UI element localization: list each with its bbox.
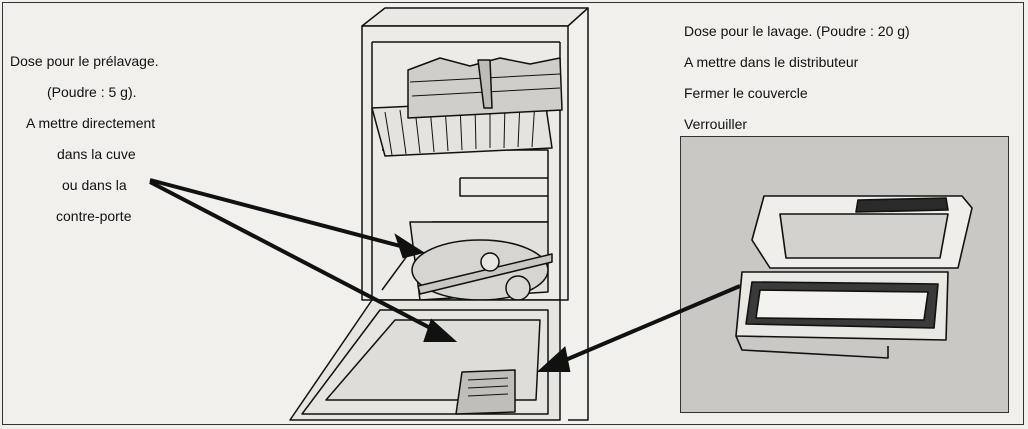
door-inner-edge bbox=[301, 309, 549, 415]
rack-cup bbox=[477, 59, 493, 109]
wash-line-2: A mettre dans le distributeur bbox=[684, 54, 859, 70]
arrow-to-dispenser-head bbox=[536, 346, 571, 372]
arrow-to-tub bbox=[149, 178, 409, 250]
wash-instructions: Dose pour le lavage. (Poudre : 20 g) A m… bbox=[684, 16, 1014, 140]
prewash-instructions: Dose pour le prélavage. (Poudre : 5 g). … bbox=[10, 46, 210, 232]
arrow-to-door-head bbox=[423, 318, 458, 342]
prewash-line-1: Dose pour le prélavage. bbox=[10, 53, 159, 69]
door-dispenser bbox=[455, 369, 516, 415]
spray-arm-hub bbox=[480, 252, 500, 272]
wash-line-1: Dose pour le lavage. (Poudre : 20 g) bbox=[684, 23, 910, 39]
rack-tines bbox=[384, 100, 536, 156]
arrow-to-tub-head bbox=[394, 233, 426, 259]
arrow-to-dispenser bbox=[555, 284, 741, 366]
wash-line-4: Verrouiller bbox=[684, 116, 748, 132]
prewash-line-6: contre-porte bbox=[56, 208, 132, 224]
tub-rear-panel bbox=[459, 177, 548, 197]
prewash-line-3: A mettre directement bbox=[26, 115, 156, 131]
spray-arm bbox=[417, 253, 553, 295]
dispenser-cavity bbox=[779, 213, 949, 259]
prewash-line-2: (Poudre : 5 g). bbox=[47, 84, 137, 100]
dispenser-latch bbox=[855, 197, 949, 213]
cabinet-side bbox=[567, 7, 589, 421]
cabinet-top bbox=[361, 7, 589, 27]
prewash-line-5: ou dans la bbox=[62, 177, 127, 193]
dispenser-closeup bbox=[735, 195, 973, 359]
prewash-line-4: dans la cuve bbox=[57, 146, 136, 162]
dispenser-ribs bbox=[467, 377, 509, 397]
filter-cup bbox=[505, 275, 531, 301]
wash-line-3: Fermer le couvercle bbox=[684, 85, 808, 101]
lid-hinge bbox=[735, 335, 889, 359]
arrow-to-door bbox=[149, 180, 439, 334]
lid-window bbox=[755, 289, 929, 321]
pointer-arrows bbox=[149, 178, 741, 372]
